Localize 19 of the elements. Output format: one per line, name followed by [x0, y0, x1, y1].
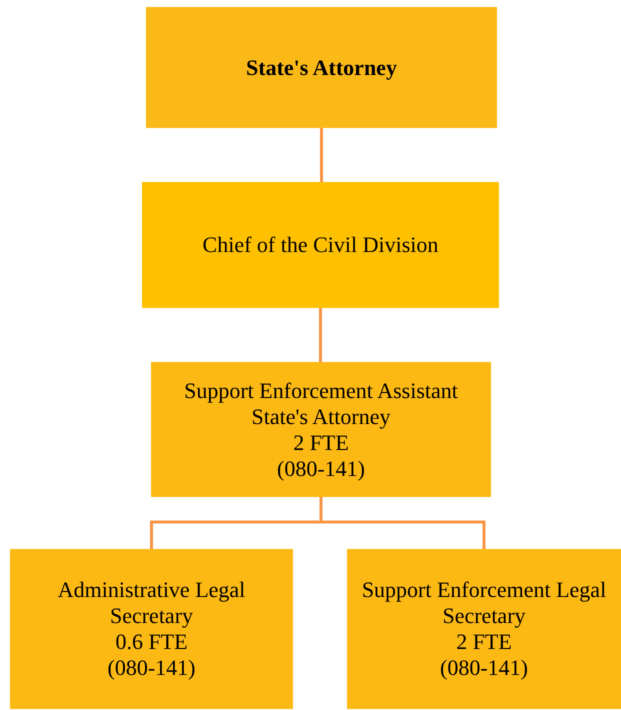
- role-text: Support Enforcement Assistant State's Attorney: [183, 378, 459, 430]
- role-text: 2 FTE: [293, 430, 349, 456]
- role-text: State's Attorney: [246, 54, 397, 80]
- connector-line: [320, 497, 486, 549]
- org-box: [142, 182, 499, 308]
- role-text: 0.6 FTE: [115, 629, 188, 655]
- role-text: Administrative Legal Secretary: [56, 577, 246, 629]
- role-text: 2 FTE: [456, 629, 512, 655]
- role-text: Chief of the Civil Division: [202, 232, 438, 258]
- role-text: (080-141): [277, 456, 365, 482]
- role-text: (080-141): [108, 655, 196, 681]
- org-box: [347, 549, 621, 709]
- connector-line: [320, 128, 323, 182]
- org-box: [146, 7, 497, 128]
- role-text: Support Enforcement Legal Secretary: [360, 577, 608, 629]
- org-box: [151, 362, 491, 497]
- org-box: [10, 549, 293, 709]
- role-text: (080-141): [440, 655, 528, 681]
- connector-line: [319, 308, 322, 362]
